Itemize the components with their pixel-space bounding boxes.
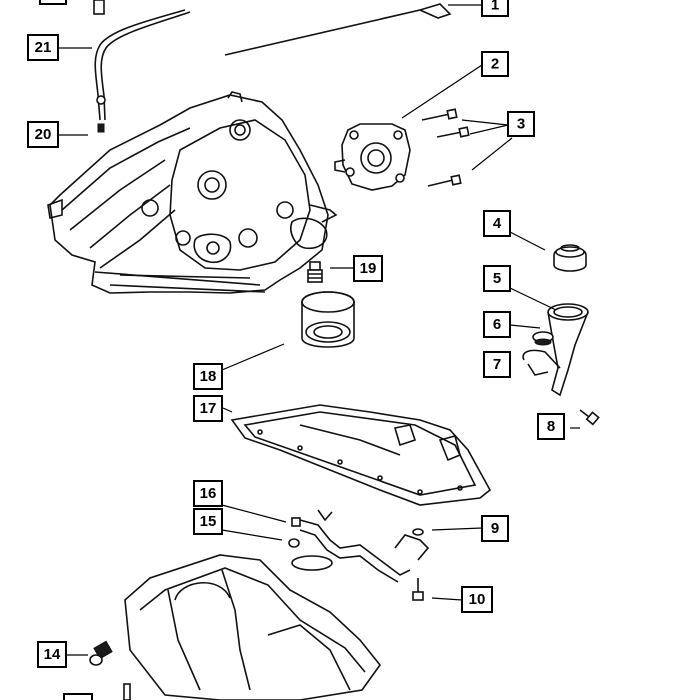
- callout-10-label: 10: [469, 591, 486, 608]
- callout-2-label: 2: [491, 56, 499, 73]
- callout-3-label: 3: [517, 116, 525, 133]
- callout-1: 1: [481, 0, 509, 17]
- callout-15-label: 15: [200, 513, 217, 530]
- callout-10: 10: [461, 586, 493, 613]
- oil-pump: [334, 123, 411, 191]
- bolt-10: [412, 578, 424, 601]
- partial-callout-box: [63, 693, 93, 700]
- callout-7: 7: [483, 351, 511, 378]
- callout-17-label: 17: [200, 400, 217, 417]
- pickup-o-ring: [288, 538, 300, 548]
- callout-2: 2: [481, 51, 509, 77]
- gasket-9: [412, 528, 424, 536]
- callout-19: 19: [353, 255, 383, 282]
- callout-17: 17: [193, 395, 223, 422]
- callout-21-label: 21: [35, 39, 52, 56]
- callout-19-label: 19: [360, 260, 377, 277]
- leader-lines: [58, 4, 580, 656]
- callout-18-label: 18: [200, 368, 217, 385]
- bolt-8: [579, 409, 600, 426]
- callout-15: 15: [193, 508, 223, 535]
- partial-callout-box-top: [39, 0, 67, 5]
- plug-19: [307, 261, 323, 283]
- windage-tray: [230, 404, 492, 506]
- drain-plug: [89, 640, 113, 666]
- callout-9: 9: [481, 515, 509, 542]
- callout-18: 18: [193, 363, 223, 390]
- callout-14-label: 14: [44, 646, 61, 663]
- callout-20: 20: [27, 121, 59, 148]
- callout-8: 8: [537, 413, 565, 440]
- callout-3: 3: [507, 111, 535, 137]
- dipstick-tube: [93, 0, 191, 133]
- oil-filter: [301, 291, 355, 348]
- callout-5-label: 5: [493, 270, 501, 287]
- callout-4-label: 4: [493, 215, 502, 232]
- lower-bolt: [123, 683, 131, 700]
- callout-16: 16: [193, 480, 223, 507]
- callout-14: 14: [37, 641, 67, 668]
- callout-21: 21: [27, 34, 59, 61]
- oil-pan: [124, 554, 382, 700]
- callout-5: 5: [483, 265, 511, 292]
- callout-8-label: 8: [547, 418, 555, 435]
- oil-pump-bolts: [421, 108, 470, 187]
- oil-fill-tube: [547, 303, 589, 397]
- callout-4: 4: [483, 210, 511, 237]
- callout-16-label: 16: [200, 485, 217, 502]
- callout-7-label: 7: [493, 356, 501, 373]
- oil-fill-cap: [553, 244, 587, 272]
- callout-6: 6: [483, 311, 511, 338]
- seal-o-ring: [532, 331, 554, 346]
- callout-9-label: 9: [491, 520, 499, 537]
- oil-fill-bracket: [522, 349, 561, 376]
- oil-pickup-tube: [291, 509, 430, 583]
- callout-1-label: 1: [491, 0, 499, 14]
- callout-20-label: 20: [35, 126, 52, 143]
- engine-block: [47, 91, 338, 294]
- callout-6-label: 6: [493, 316, 501, 333]
- dipstick: [224, 3, 452, 56]
